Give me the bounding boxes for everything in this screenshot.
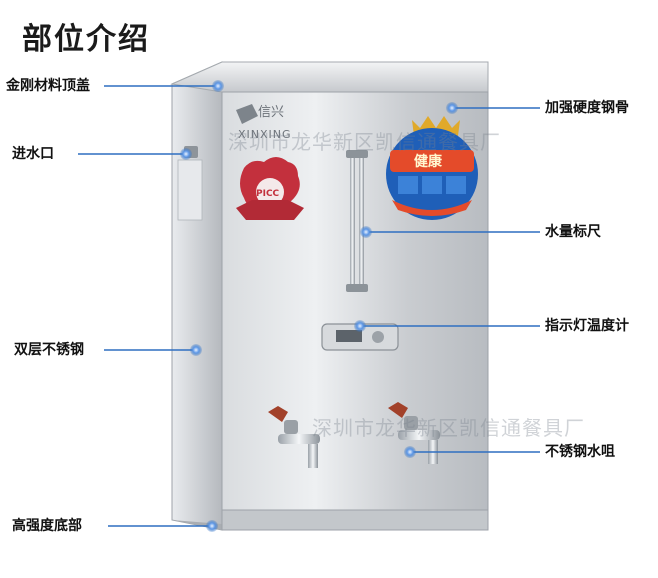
label-faucet: 不锈钢水咀 — [545, 444, 615, 460]
faucet-left — [268, 406, 320, 468]
brand-latin-text: XINXING — [238, 128, 292, 141]
label-indicator: 指示灯温度计 — [545, 318, 629, 334]
callout-dots — [180, 80, 458, 532]
picc-badge-text: PICC — [256, 189, 280, 199]
label-double-layer: 双层不锈钢 — [14, 342, 84, 358]
faucet-right — [388, 402, 440, 464]
cabinet-bottom-strip — [221, 509, 489, 531]
indicator-thermometer-panel — [321, 323, 399, 351]
side-sticker — [177, 159, 203, 221]
brand-logo-text: 信兴 — [258, 105, 284, 120]
watermark-bottom: 深圳市龙华新区凯信通餐具厂 — [312, 416, 585, 440]
label-frame: 加强硬度钢骨 — [545, 100, 629, 116]
picc-badge — [236, 157, 304, 220]
health-badge-title: 健康 — [414, 153, 443, 170]
label-bottom: 高强度底部 — [12, 518, 82, 534]
label-top-cover: 金刚材料顶盖 — [6, 78, 90, 94]
callout-lines — [78, 85, 540, 527]
page-title: 部位介绍 — [22, 22, 150, 57]
label-water-inlet: 进水口 — [12, 146, 54, 162]
health-badge — [386, 116, 478, 220]
label-water-gauge: 水量标尺 — [545, 224, 601, 240]
watermark-top: 深圳市龙华新区凯信通餐具厂 — [228, 130, 501, 154]
brand-logo-icon — [236, 104, 258, 124]
water-level-gauge — [346, 150, 368, 292]
cabinet-side-panel — [171, 61, 223, 531]
cabinet-top-cover — [170, 61, 489, 93]
